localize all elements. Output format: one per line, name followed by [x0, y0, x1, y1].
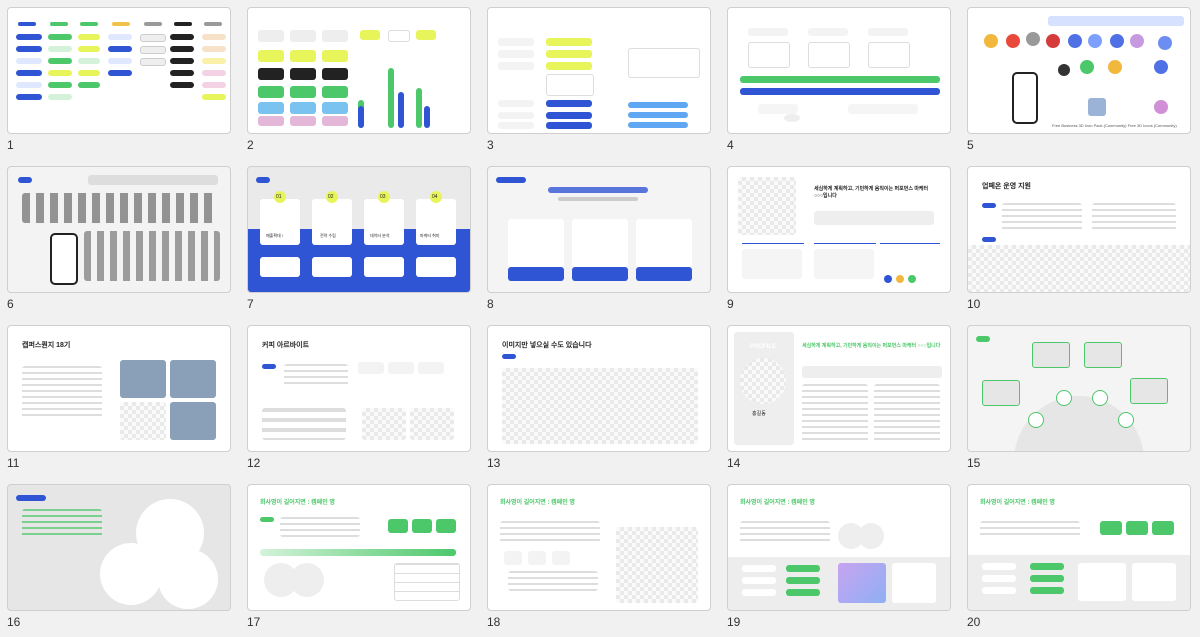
slide-number: 3: [487, 138, 494, 152]
slide-number: 16: [7, 615, 21, 629]
step-label: 마케터 취미: [420, 233, 440, 238]
slide-preview: [487, 166, 711, 293]
slide-preview: 회사명이 길어지면 : 캠페인 명: [487, 484, 711, 611]
step-number: 03: [380, 194, 386, 200]
headline: 세심하게 계획하고, 기민하게 움직이는 퍼포먼스 마케터 ○○○입니다: [814, 186, 929, 199]
slide-preview: 캡퍼스퀀지 18기: [7, 325, 231, 452]
footer-caption: Free Business 3D Icon Pack (Community) F…: [1052, 123, 1177, 128]
slide-title: 회사명이 길어지면 : 캠페인 명: [980, 500, 1055, 506]
slide-number: 20: [967, 615, 981, 629]
slide-number: 5: [967, 138, 974, 152]
slide-preview: 01 02 03 04 매출확대 ! 전략 수립 데이터 분석 마케터 취미: [247, 166, 471, 293]
slide-preview: [727, 7, 951, 134]
slide-preview: [7, 484, 231, 611]
step-number: 01: [276, 194, 282, 200]
slide-preview: [7, 7, 231, 134]
slide-preview: 업페온 운영 지원: [967, 166, 1191, 293]
step-number: 02: [328, 194, 334, 200]
profile-name: 홍길동: [752, 411, 766, 417]
slide-preview: [487, 7, 711, 134]
slide-title: 회사명이 길어지면 : 캠페인 명: [740, 500, 815, 506]
slide-number: 7: [247, 297, 254, 311]
slide-title: 업페온 운영 지원: [982, 183, 1031, 190]
slide-number: 13: [487, 456, 501, 470]
slide-preview: 커피 아르바이트: [247, 325, 471, 452]
step-label: 전략 수립: [320, 233, 336, 238]
slide-preview: [7, 166, 231, 293]
slide-title: 커피 아르바이트: [262, 342, 310, 349]
slide-number: 8: [487, 297, 494, 311]
slide-number: 18: [487, 615, 501, 629]
slide-number: 15: [967, 456, 981, 470]
slide-number: 2: [247, 138, 254, 152]
slide-preview: PROFILE 홍길동 세심하게 계획하고, 기민하게 움직이는 퍼포먼스 마케…: [727, 325, 951, 452]
slide-number: 6: [7, 297, 14, 311]
headline: 세심하게 계획하고, 기민하게 움직이는 퍼포먼스 마케터 ○○○입니다: [802, 343, 941, 349]
step-label: 데이터 분석: [370, 233, 390, 238]
slide-title: 캡퍼스퀀지 18기: [22, 342, 71, 349]
slide-preview: 회사명이 길어지면 : 캠페인 명: [967, 484, 1191, 611]
slide-preview: Free Business 3D Icon Pack (Community) F…: [967, 7, 1191, 134]
slide-number: 1: [7, 138, 14, 152]
slide-preview: 회사명이 길어지면 : 캠페인 명: [247, 484, 471, 611]
slide-preview: 회사명이 길어지면 : 캠페인 명: [727, 484, 951, 611]
step-number: 04: [432, 194, 438, 200]
slide-number: 14: [727, 456, 741, 470]
slide-number: 12: [247, 456, 261, 470]
slide-title: 회사명이 길어지면 : 캠페인 명: [260, 500, 335, 506]
slide-preview: 이미지만 넣으실 수도 있습니다: [487, 325, 711, 452]
slide-title: 이미지만 넣으실 수도 있습니다: [502, 342, 592, 349]
slide-number: 9: [727, 297, 734, 311]
slide-number: 19: [727, 615, 741, 629]
slide-preview: [967, 325, 1191, 452]
slide-number: 10: [967, 297, 981, 311]
step-label: 매출확대 !: [266, 233, 283, 238]
profile-label: PROFILE: [750, 344, 777, 350]
slide-preview: 세심하게 계획하고, 기민하게 움직이는 퍼포먼스 마케터 ○○○입니다: [727, 166, 951, 293]
slide-number: 4: [727, 138, 734, 152]
slide-title: 회사명이 길어지면 : 캠페인 명: [500, 500, 575, 506]
slide-number: 17: [247, 615, 261, 629]
slide-preview: [247, 7, 471, 134]
slide-number: 11: [7, 456, 20, 470]
